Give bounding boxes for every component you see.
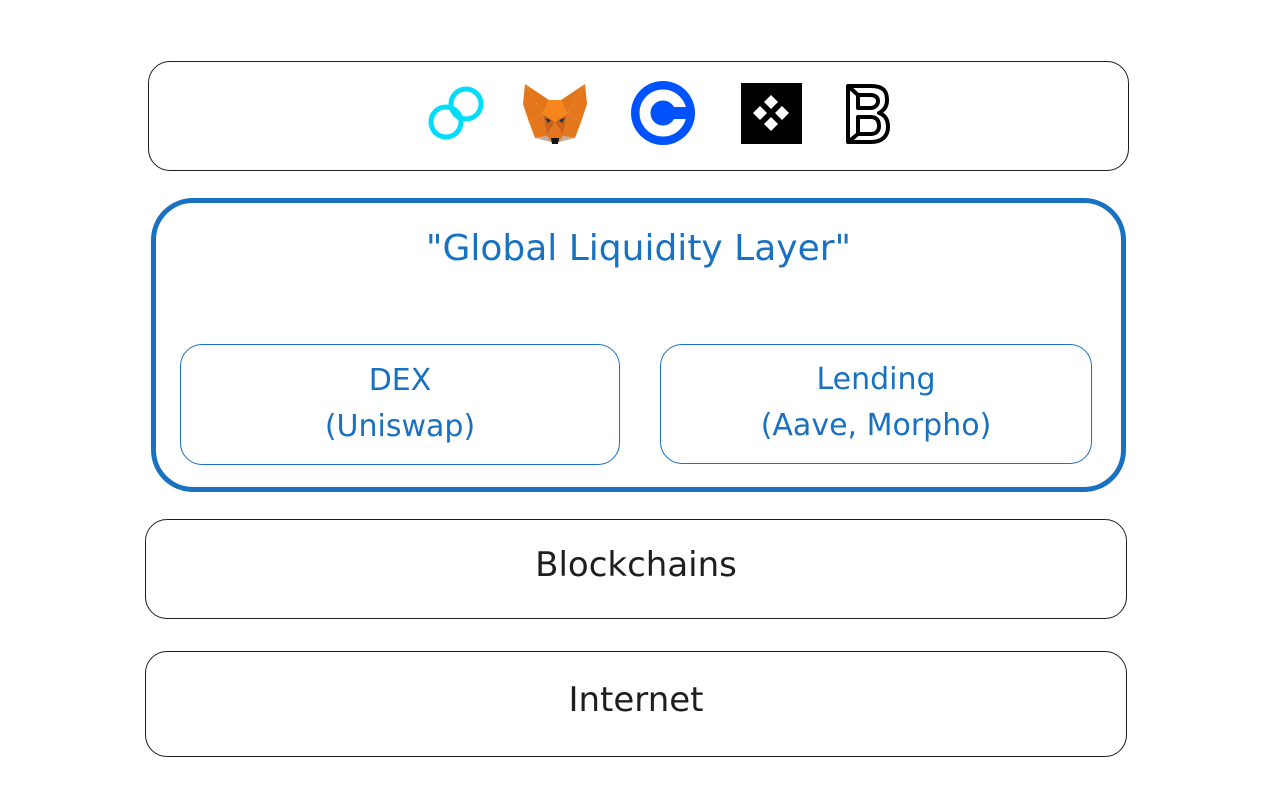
blockchains-label: Blockchains [535, 545, 737, 585]
blockchains-layer-box [145, 519, 1127, 619]
internet-layer-box [145, 651, 1127, 757]
global-liquidity-layer-title: "Global Liquidity Layer" [425, 228, 852, 269]
lending-label-line1: Lending [816, 362, 936, 397]
gemini-icon [427, 85, 485, 141]
dex-label: DEX (Uniswap) [180, 358, 620, 450]
okx-icon [741, 83, 802, 144]
global-liquidity-layer-box [151, 198, 1126, 492]
dex-box [180, 344, 620, 465]
lending-label-line2: (Aave, Morpho) [760, 408, 992, 443]
dex-label-line1: DEX [368, 363, 432, 398]
lending-box [660, 344, 1092, 464]
metamask-fox-icon [521, 82, 589, 146]
apps-layer-box [148, 61, 1129, 171]
lending-label: Lending (Aave, Morpho) [660, 357, 1092, 449]
dex-label-line2: (Uniswap) [324, 409, 476, 444]
bitpanda-icon [845, 83, 891, 145]
internet-label: Internet [568, 680, 704, 720]
coinbase-icon [630, 80, 696, 146]
